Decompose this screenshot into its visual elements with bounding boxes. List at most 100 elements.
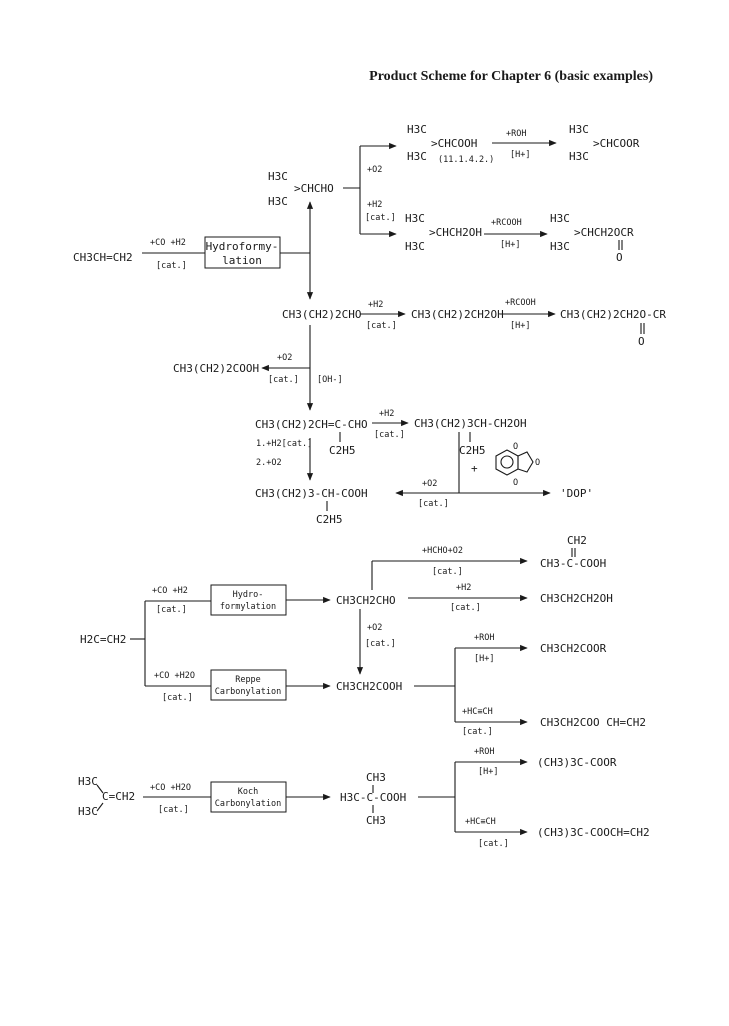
pivalic-acid-chain: H3C-C-COOH xyxy=(340,791,406,804)
isobutene-scheme: H3C C=CH2 H3C +CO +H2O [cat.] Koch Carbo… xyxy=(78,747,650,849)
isobutene-h3c-top: H3C xyxy=(78,775,98,788)
acid-catalyst-label: [H+] xyxy=(510,150,530,160)
reagent-h2-label-4: +H2 xyxy=(456,583,471,593)
reagent-h2-label-2: +H2 xyxy=(368,300,383,310)
methacrylic-acid-ch2: CH2 xyxy=(567,534,587,547)
n-butyl-ester-carbonyl-o: O xyxy=(638,335,645,348)
isobutyraldehyde-h3c-top: H3C xyxy=(268,170,288,183)
isobutyric-acid-h3c-top: H3C xyxy=(407,123,427,136)
catalyst-label: [cat.] xyxy=(156,261,187,271)
reagent-co-h2-label-2: +CO +H2 xyxy=(152,586,188,596)
catalyst-label-2: [cat.] xyxy=(366,321,397,331)
n-butanol-label: CH3(CH2)2CH2OH xyxy=(411,308,504,321)
hydroformylation-box-label-1: Hydroformy- xyxy=(206,240,279,253)
isobutyl-ester-h3c-top: H3C xyxy=(550,212,570,225)
isobutanol-chch2oh: >CHCH2OH xyxy=(429,226,482,239)
isobutyraldehyde-h3c-bottom: H3C xyxy=(268,195,288,208)
ethylhexanoic-acid-ethyl: C2H5 xyxy=(316,513,343,526)
reppe-box-label-1: Reppe xyxy=(235,675,261,685)
ethylhexanoic-acid-chain: CH3(CH2)3-CH-COOH xyxy=(255,487,368,500)
reagent-h2-label: +H2 xyxy=(367,200,382,210)
isobutyl-ester-chch2ocr: >CHCH2OCR xyxy=(574,226,634,239)
reagent-rcooh-label-2: +RCOOH xyxy=(505,298,536,308)
catalyst-label-3: [cat.] xyxy=(268,375,299,385)
catalyst-label-5: [cat.] xyxy=(418,499,449,509)
methacrylic-acid-chain: CH3-C-COOH xyxy=(540,557,606,570)
isobutene-c-ch2: C=CH2 xyxy=(102,790,135,803)
ethylhexanol-ethyl: C2H5 xyxy=(459,444,486,457)
reagent-co-h2o-label-2: +CO +H2O xyxy=(150,783,191,793)
propionate-ester-label: CH3CH2COOR xyxy=(540,642,607,655)
vinyl-pivalate-label: (CH3)3C-COOCH=CH2 xyxy=(537,826,650,839)
ethylene-label: H2C=CH2 xyxy=(80,633,126,646)
isobutyraldehyde-chcho: >CHCHO xyxy=(294,182,334,195)
dop-label: 'DOP' xyxy=(560,487,593,500)
isobutanol-h3c-bottom: H3C xyxy=(405,240,425,253)
isobutyl-ester-carbonyl-o: O xyxy=(616,251,623,264)
hydroformylation-box-2-label-1: Hydro- xyxy=(233,590,264,600)
ethylhexenal-chain: CH3(CH2)2CH=C-CHO xyxy=(255,418,368,431)
isobutyric-acid-h3c-bottom: H3C xyxy=(407,150,427,163)
svg-text:O: O xyxy=(513,442,518,452)
hydroformylation-box-2-label-2: formylation xyxy=(220,602,276,612)
propionaldehyde-label: CH3CH2CHO xyxy=(336,594,396,607)
koch-box-label-2: Carbonylation xyxy=(215,799,282,809)
base-catalyst-label: [OH-] xyxy=(317,375,343,385)
step-2-label: 2.+O2 xyxy=(256,458,282,468)
acid-catalyst-label-3: [H+] xyxy=(510,321,530,331)
svg-text:O: O xyxy=(535,458,540,468)
catalyst-label-11: [cat.] xyxy=(462,727,493,737)
reagent-o2-label-4: +O2 xyxy=(367,623,382,633)
isobutyric-acid-reference: (11.1.4.2.) xyxy=(438,155,494,165)
isobutanol-h3c-top: H3C xyxy=(405,212,425,225)
isobutyric-ester-h3c-top: H3C xyxy=(569,123,589,136)
pivalic-acid-ch3-bottom: CH3 xyxy=(366,814,386,827)
acid-catalyst-label-5: [H+] xyxy=(478,767,498,777)
vinyl-propionate-label: CH3CH2COO CH=CH2 xyxy=(540,716,646,729)
isobutyric-ester-h3c-bottom: H3C xyxy=(569,150,589,163)
catalyst-label-10: [cat.] xyxy=(365,639,396,649)
catalyst-label-4: [cat.] xyxy=(374,430,405,440)
reagent-roh-label: +ROH xyxy=(506,129,526,139)
n-propanol-label: CH3CH2CH2OH xyxy=(540,592,613,605)
isobutyric-acid-chcooh: >CHCOOH xyxy=(431,137,477,150)
reagent-rcooh-label: +RCOOH xyxy=(491,218,522,228)
plus-sign: + xyxy=(471,462,478,475)
pivalate-ester-label: (CH3)3C-COOR xyxy=(537,756,617,769)
catalyst-label-6: [cat.] xyxy=(156,605,187,615)
page-title: Product Scheme for Chapter 6 (basic exam… xyxy=(369,69,653,84)
ethylhexanol-chain: CH3(CH2)3CH-CH2OH xyxy=(414,417,527,430)
reagent-h2-label-3: +H2 xyxy=(379,409,394,419)
pivalic-acid-ch3-top: CH3 xyxy=(366,771,386,784)
propene-label: CH3CH=CH2 xyxy=(73,251,133,264)
isobutene-h3c-bottom: H3C xyxy=(78,805,98,818)
reagent-co-h2o-label: +CO +H2O xyxy=(154,671,195,681)
reagent-o2-label-3: +O2 xyxy=(422,479,437,489)
ethylene-scheme: H2C=CH2 +CO +H2 [cat.] +CO +H2O [cat.] H… xyxy=(80,534,646,737)
ethylhexenal-ethyl: C2H5 xyxy=(329,444,356,457)
reppe-box-label-2: Carbonylation xyxy=(215,687,282,697)
hydroformylation-box-label-2: lation xyxy=(222,254,262,267)
koch-box-label-1: Koch xyxy=(238,787,258,797)
n-butyl-ester-label: CH3(CH2)2CH2O-CR xyxy=(560,308,666,321)
reagent-acetylene-label: +HC≡CH xyxy=(462,707,493,717)
reagent-hcho-o2-label: +HCHO+O2 xyxy=(422,546,463,556)
acid-catalyst-label-2: [H+] xyxy=(500,240,520,250)
reagent-roh-label-3: +ROH xyxy=(474,747,494,757)
catalyst-label-12: [cat.] xyxy=(158,805,189,815)
reagent-roh-label-2: +ROH xyxy=(474,633,494,643)
step-1-label: 1.+H2[cat.] xyxy=(256,439,312,449)
reagent-o2-label: +O2 xyxy=(367,165,382,175)
svg-text:O: O xyxy=(513,478,518,488)
propionic-acid-label: CH3CH2COOH xyxy=(336,680,402,693)
catalyst-label-13: [cat.] xyxy=(478,839,509,849)
reagent-acetylene-label-2: +HC≡CH xyxy=(465,817,496,827)
catalyst-label-7: [cat.] xyxy=(162,693,193,703)
acid-catalyst-label-4: [H+] xyxy=(474,654,494,664)
butyric-acid-label: CH3(CH2)2COOH xyxy=(173,362,259,375)
catalyst-label-8: [cat.] xyxy=(432,567,463,577)
n-butyraldehyde-label: CH3(CH2)2CHO xyxy=(282,308,361,321)
catalyst-label-9: [cat.] xyxy=(450,603,481,613)
isobutyric-ester-chcoor: >CHCOOR xyxy=(593,137,640,150)
